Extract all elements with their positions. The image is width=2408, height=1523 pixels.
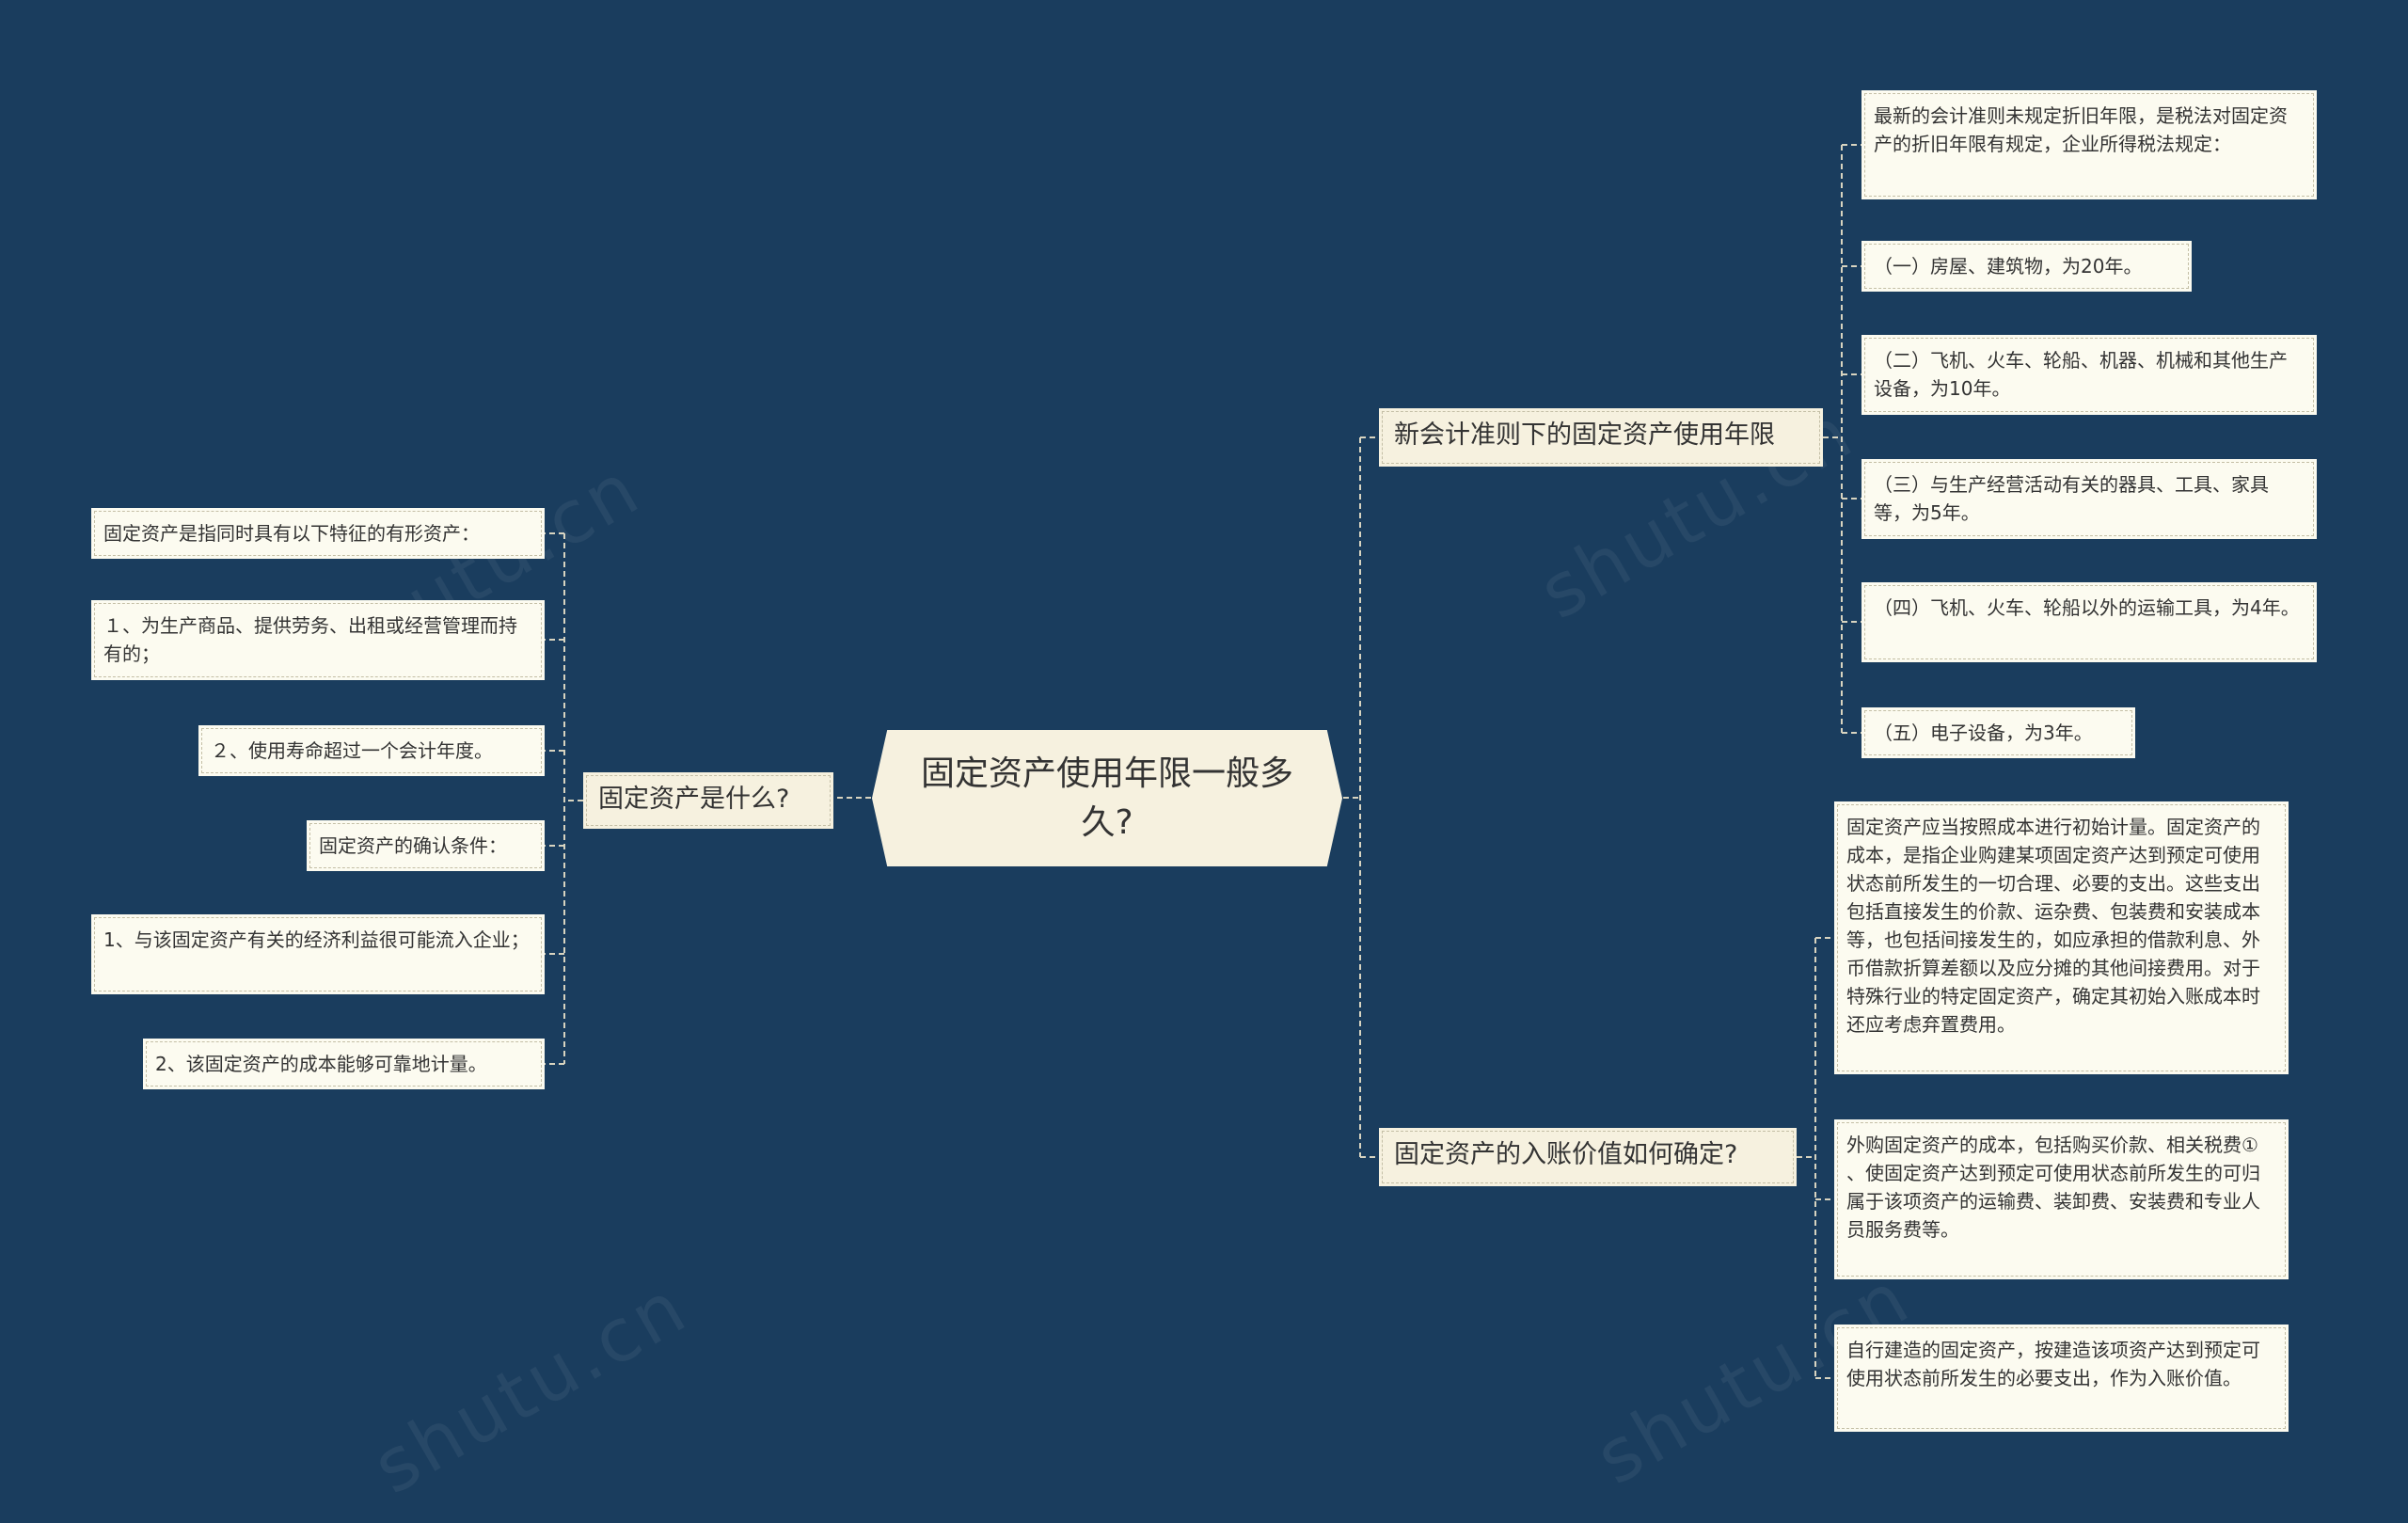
leaf-node[interactable]: 1、与该固定资产有关的经济利益很可能流入企业； (91, 914, 545, 994)
leaf-node[interactable]: 2、该固定资产的成本能够可靠地计量。 (143, 1039, 545, 1089)
leaf-node[interactable]: （四）飞机、火车、轮船以外的运输工具，为4年。 (1861, 582, 2317, 662)
leaf-node[interactable]: （二）飞机、火车、轮船、机器、机械和其他生产设备，为10年。 (1861, 335, 2317, 415)
root-node[interactable]: 固定资产使用年限一般多久? (871, 729, 1343, 867)
leaf-node[interactable]: （一）房屋、建筑物，为20年。 (1861, 241, 2192, 292)
leaf-node[interactable]: 外购固定资产的成本，包括购买价款、相关税费① 、使固定资产达到预定可使用状态前所… (1834, 1119, 2289, 1279)
leaf-node[interactable]: 固定资产是指同时具有以下特征的有形资产： (91, 508, 545, 559)
leaf-node[interactable]: （五）电子设备，为3年。 (1861, 707, 2135, 758)
leaf-node[interactable]: 自行建造的固定资产，按建造该项资产达到预定可使用状态前所发生的必要支出，作为入账… (1834, 1325, 2289, 1432)
leaf-node[interactable]: １、为生产商品、提供劳务、出租或经营管理而持有的； (91, 600, 545, 680)
root-title: 固定资产使用年限一般多久? (920, 754, 1293, 842)
leaf-node[interactable]: 最新的会计准则未规定折旧年限，是税法对固定资产的折旧年限有规定，企业所得税法规定… (1861, 90, 2317, 199)
branch-depreciation-years[interactable]: 新会计准则下的固定资产使用年限 (1379, 408, 1823, 467)
leaf-node[interactable]: （三）与生产经营活动有关的器具、工具、家具等，为5年。 (1861, 459, 2317, 539)
leaf-node[interactable]: ２、使用寿命超过一个会计年度。 (198, 725, 545, 776)
branch-what-is-fixed-asset[interactable]: 固定资产是什么? (583, 772, 833, 829)
branch-book-value[interactable]: 固定资产的入账价值如何确定? (1379, 1128, 1797, 1186)
root-hexagon (871, 730, 1343, 866)
leaf-node[interactable]: 固定资产应当按照成本进行初始计量。固定资产的成本，是指企业购建某项固定资产达到预… (1834, 801, 2289, 1074)
leaf-node[interactable]: 固定资产的确认条件： (307, 820, 545, 871)
